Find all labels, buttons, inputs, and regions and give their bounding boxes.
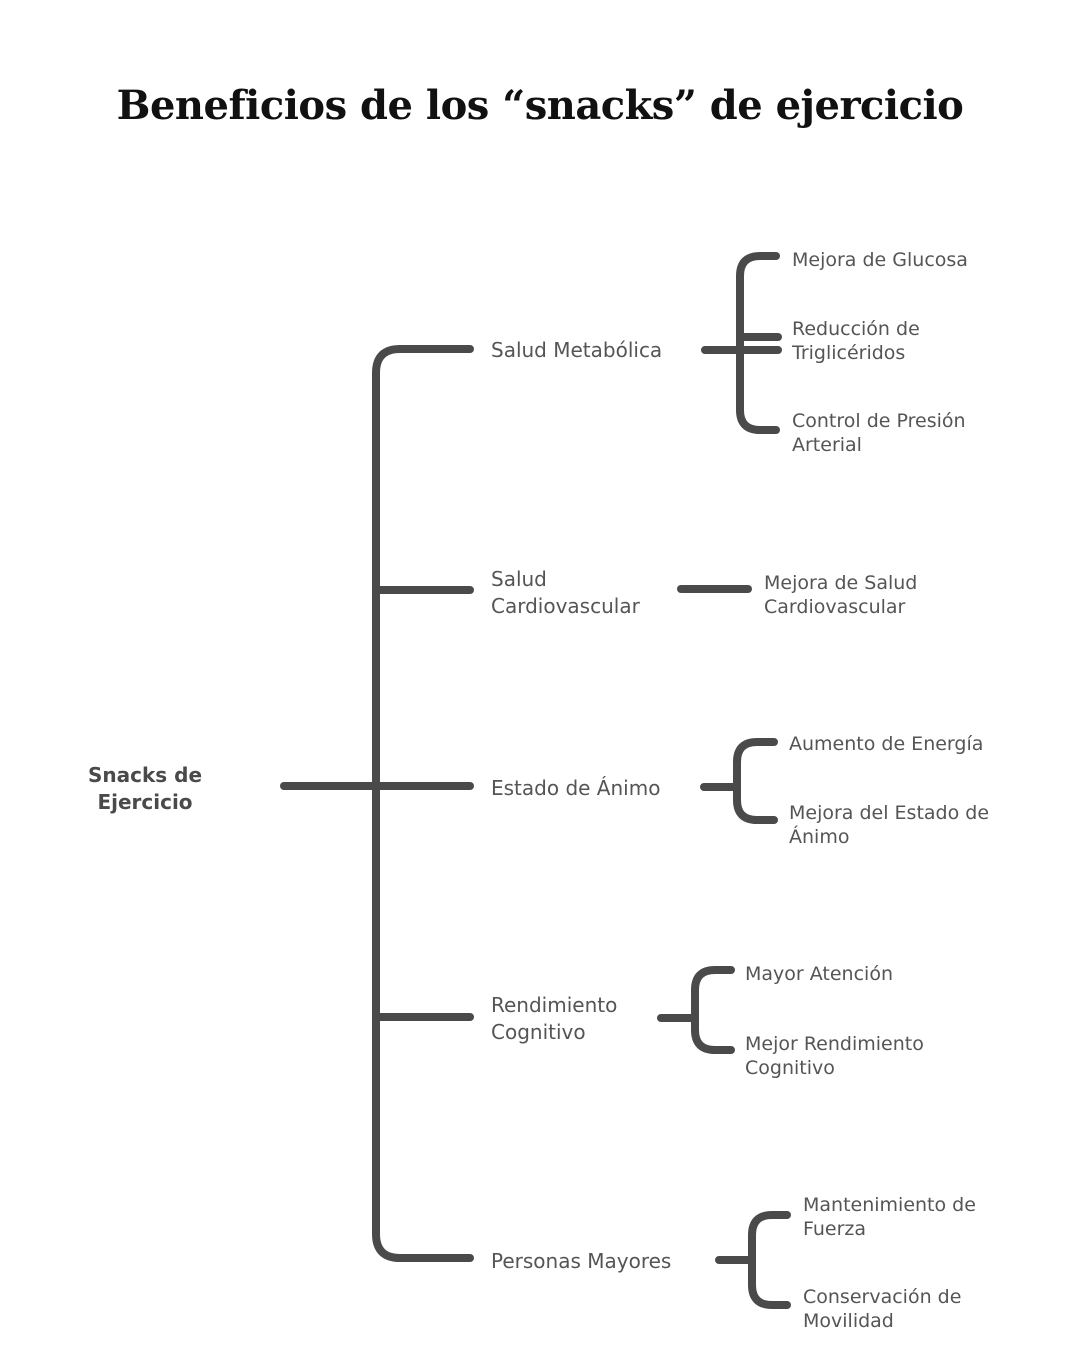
root-node: Snacks de Ejercicio <box>75 762 215 816</box>
leaf-reduccion-trigliceridos: Reducción de Triglicéridos <box>792 318 920 364</box>
root-label-line2: Ejercicio <box>97 790 193 814</box>
category-estado-animo: Estado de Ánimo <box>491 776 661 800</box>
leaf-mayor-atencion: Mayor Atención <box>745 963 893 985</box>
leaf-aumento-energia: Aumento de Energía <box>789 733 984 755</box>
leaf-control-presion: Control de Presión Arterial <box>792 410 966 456</box>
bracket-cognitivo <box>657 966 735 1054</box>
category-salud-cardiovascular: Salud Cardiovascular <box>491 567 640 618</box>
leaf-mejora-glucosa: Mejora de Glucosa <box>792 249 968 271</box>
leaf-conservacion-movilidad: Conservación de Movilidad <box>803 1286 962 1332</box>
leaf-mantenimiento-fuerza: Mantenimiento de Fuerza <box>803 1194 976 1240</box>
bracket-mayores <box>715 1211 791 1309</box>
leaf-mejora-salud-cardiovascular: Mejora de Salud Cardiovascular <box>764 572 918 618</box>
bracket-metabolica <box>701 252 782 434</box>
root-label-line1: Snacks de <box>87 763 203 787</box>
leaf-mejora-estado-animo: Mejora del Estado de Ánimo <box>789 802 990 848</box>
diagram-title: Beneficios de los “snacks” de ejercicio <box>116 82 964 129</box>
category-rendimiento-cognitivo: Rendimiento Cognitivo <box>491 993 618 1044</box>
bracket-animo <box>700 738 778 824</box>
category-salud-metabolica: Salud Metabólica <box>491 338 663 362</box>
trunk-line <box>372 345 474 1262</box>
leaf-mejor-rendimiento-cognitivo: Mejor Rendimiento Cognitivo <box>745 1033 924 1079</box>
category-personas-mayores: Personas Mayores <box>491 1249 672 1273</box>
